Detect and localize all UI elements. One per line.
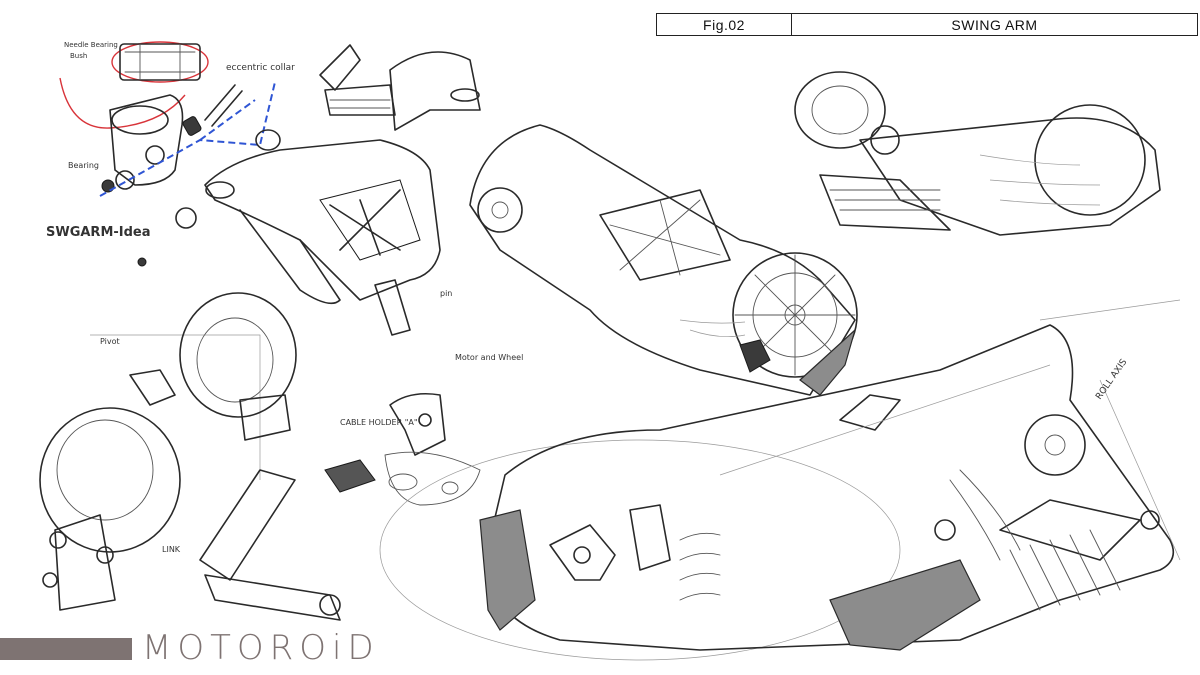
link-label: LINK bbox=[162, 545, 181, 554]
brand-logo: MOTOROiD bbox=[142, 628, 380, 668]
motor-wheel-label: Motor and Wheel bbox=[455, 353, 523, 362]
small-link-sketch bbox=[319, 44, 481, 131]
swingarm-sketch-center: pin Motor and Wheel bbox=[204, 129, 523, 362]
pin-label: pin bbox=[440, 289, 452, 298]
bearing-label: Bearing bbox=[68, 161, 99, 170]
swingarm-sketch-main bbox=[469, 124, 858, 396]
swingarm-large-view: ROLL AXIS bbox=[379, 299, 1181, 661]
pivot-label: Pivot bbox=[100, 337, 120, 346]
cable-holder-label: CABLE HOLDER "A" bbox=[340, 418, 418, 427]
needle-bearing-label: Needle Bearing bbox=[64, 41, 118, 49]
brand-bar bbox=[0, 638, 132, 660]
figure-number: Fig.02 bbox=[657, 14, 792, 35]
pivot-link-sketch: Pivot LINK bbox=[39, 292, 341, 621]
figure-title-box: Fig.02 SWING ARM bbox=[656, 13, 1198, 36]
swingarm-3d-view bbox=[794, 71, 1161, 236]
figure-title: SWING ARM bbox=[951, 16, 1038, 33]
cable-holder-sketch: CABLE HOLDER "A" bbox=[324, 392, 481, 506]
roll-axis-label: ROLL AXIS bbox=[1094, 357, 1129, 401]
swingarm-idea-label: SWGARM-Idea bbox=[46, 225, 151, 240]
bush-label: Bush bbox=[70, 52, 87, 60]
eccentric-collar-label: eccentric collar bbox=[226, 63, 295, 73]
exploded-pivot-sketch: SWGARM-Idea Needle Bearing Bush eccentri… bbox=[46, 41, 295, 267]
